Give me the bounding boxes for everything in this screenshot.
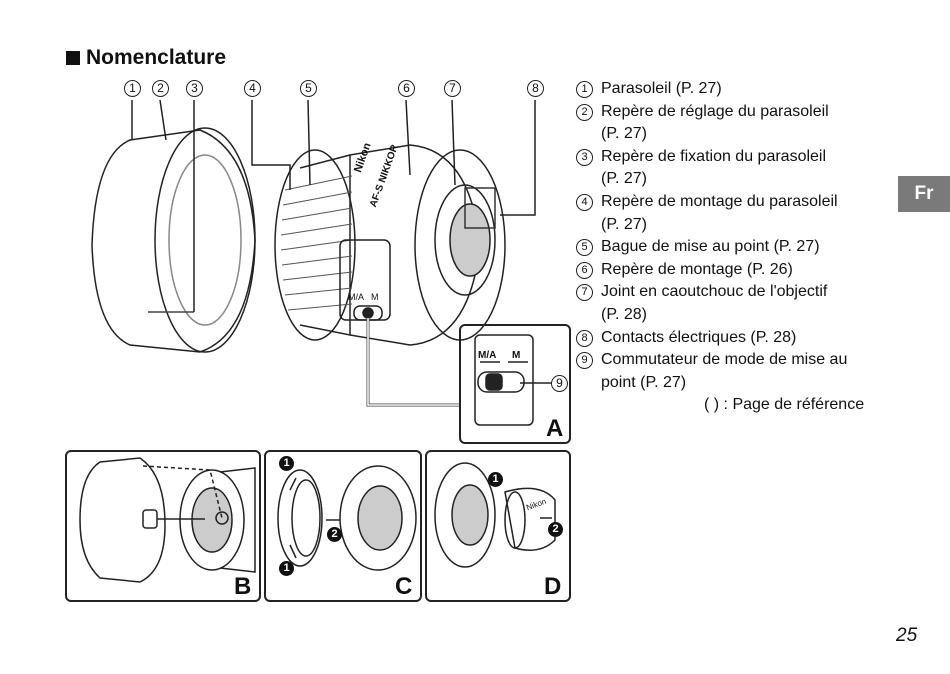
legend-text: Repère de fixation du parasoleil (P. 27): [601, 147, 827, 188]
callout-7: 7: [444, 80, 461, 97]
legend-number: 1: [576, 81, 593, 98]
legend-number: 5: [576, 239, 593, 257]
legend-text: Repère de montage (P. 26): [601, 260, 793, 278]
callout-5: 5: [300, 80, 317, 97]
legend-number: 6: [576, 261, 593, 279]
focus-ring: [299, 154, 351, 336]
panel-d-frame: [425, 450, 571, 602]
callout-3: 3: [186, 80, 203, 97]
panel-d-label: D: [544, 573, 562, 600]
lens-hood: [91, 129, 256, 353]
legend-text: Joint en caoutchouc de l'objectif (P. 28…: [601, 283, 828, 323]
lens-hood-inner: [168, 154, 242, 326]
legend-number: 8: [576, 329, 593, 347]
panel-a-label: A: [546, 415, 564, 442]
legend-item: 8 Contacts électriques (P. 28): [576, 327, 896, 350]
legend-item: 2 Repère de réglage du parasoleil (P. 27): [576, 101, 896, 146]
legend-number: 9: [576, 352, 593, 370]
reference-note: ( ) : Page de référence: [704, 396, 865, 414]
legend-item: 9 Commutateur de mode de mise au point (P…: [576, 349, 896, 394]
callout-6: 6: [398, 80, 415, 97]
step-1-badge-bottom: 1: [279, 561, 294, 576]
panel-a-frame: [459, 324, 571, 444]
section-heading: Nomenclature: [66, 46, 226, 70]
mode-switch-housing: [339, 239, 391, 321]
legend-number: 3: [576, 148, 593, 166]
legend-item: 7 Joint en caoutchouc de l'objectif (P. 2…: [576, 281, 896, 326]
callout-2: 2: [152, 80, 169, 97]
legend-number: 2: [576, 103, 593, 121]
switch-label-m: M: [371, 292, 379, 302]
step-2-badge-c: 2: [327, 527, 342, 542]
step-1-badge-d: 1: [488, 472, 503, 487]
legend-text: Repère de réglage du parasoleil (P. 27): [601, 102, 829, 143]
rear-element: [449, 203, 491, 277]
rear-element-outer: [434, 184, 496, 296]
section-title: Nomenclature: [86, 46, 227, 69]
callout-1: 1: [124, 80, 141, 97]
lens-hood-rim: [154, 127, 256, 353]
legend-item: 1 Parasoleil (P. 27): [576, 78, 896, 101]
parts-legend: 1 Parasoleil (P. 27) 2 Repère de réglage d…: [576, 78, 896, 417]
switch-label-ma: M/A: [348, 292, 365, 302]
step-2-badge-d: 2: [548, 522, 563, 537]
square-bullet-icon: [66, 51, 80, 65]
callout-8: 8: [527, 80, 544, 97]
zoom-label-m: M: [512, 350, 521, 361]
legend-text: Repère de montage du parasoleil (P. 27): [601, 192, 838, 233]
panel-c-label: C: [395, 573, 413, 600]
legend-number: 4: [576, 193, 593, 211]
legend-number: 7: [576, 284, 593, 302]
panel-b-label: B: [234, 573, 252, 600]
legend-text: Contacts électriques (P. 28): [601, 328, 797, 346]
legend-item: 5 Bague de mise au point (P. 27): [576, 236, 896, 259]
callout-4: 4: [244, 80, 261, 97]
callout-9: 9: [551, 375, 568, 392]
zoom-label-ma: M/A: [478, 350, 497, 361]
legend-text: Bague de mise au point (P. 27): [601, 238, 820, 256]
legend-text: Parasoleil (P. 27): [601, 80, 722, 97]
step-1-badge-top: 1: [279, 456, 294, 471]
page-number: 25: [896, 625, 918, 646]
legend-item: 4 Repère de montage du parasoleil (P. 27): [576, 191, 896, 236]
legend-text: Commutateur de mode de mise au point (P.…: [601, 351, 848, 391]
legend-item: 3 Repère de fixation du parasoleil (P. 27…: [576, 146, 896, 191]
panel-c-frame: [264, 450, 422, 602]
language-tab: Fr: [898, 176, 950, 212]
panel-b-frame: [65, 450, 261, 602]
lens-front: [274, 149, 356, 341]
legend-item: 6 Repère de montage (P. 26): [576, 259, 896, 282]
